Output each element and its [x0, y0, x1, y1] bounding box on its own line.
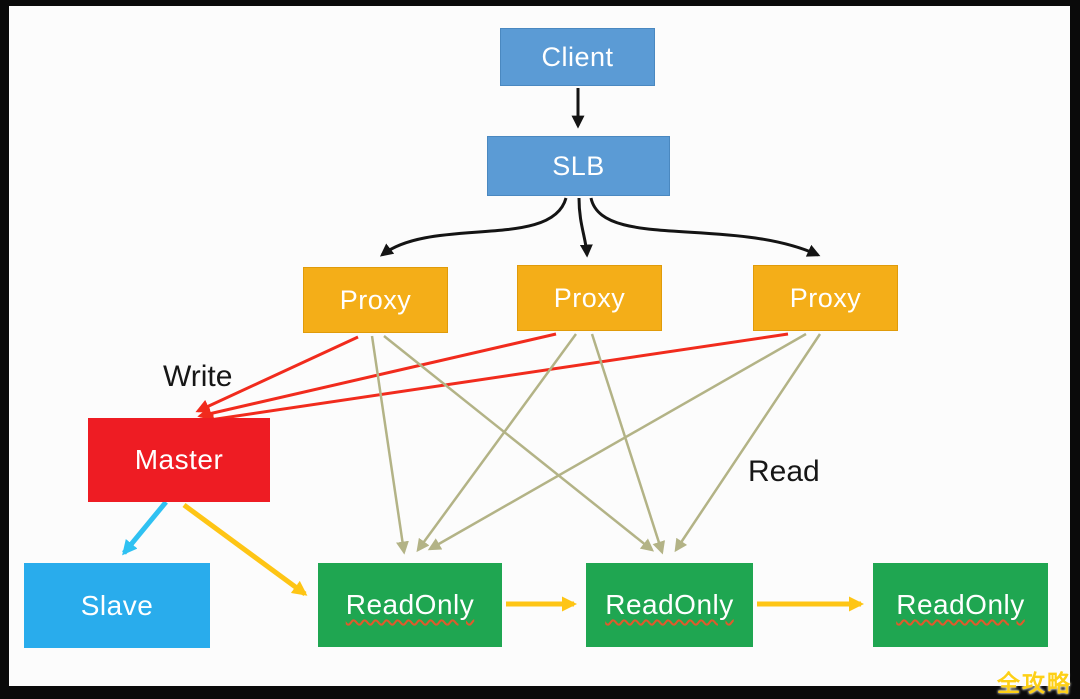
arrow-slb-to-proxy-2: [577, 197, 593, 258]
arrow-proxy-3-read-readonly-2: [674, 333, 822, 553]
arrow-proxy-3-write-master: [200, 332, 789, 427]
node-client: Client: [500, 28, 655, 86]
node-proxy-2: Proxy: [517, 265, 662, 331]
node-slb-label: SLB: [552, 150, 605, 181]
node-proxy-2-label: Proxy: [553, 282, 626, 313]
arrow-proxy-2-read-readonly-2: [590, 333, 666, 555]
node-slave-label: Slave: [80, 589, 154, 621]
node-master: Master: [88, 418, 270, 502]
arrow-proxy-1-read-readonly-2: [383, 335, 655, 552]
node-readonly-2: ReadOnly: [586, 563, 753, 647]
arrow-slb-to-proxy-3: [589, 197, 821, 257]
node-readonly-2-label: ReadOnly: [605, 589, 734, 620]
node-proxy-1-label: Proxy: [339, 284, 412, 315]
node-proxy-3: Proxy: [753, 265, 898, 331]
arrow-proxy-2-read-readonly-1: [416, 333, 578, 553]
arrow-slb-to-proxy-1: [379, 197, 568, 257]
arrow-proxy-1-write-master: [195, 335, 359, 413]
node-slb: SLB: [487, 136, 670, 196]
node-readonly-1: ReadOnly: [318, 563, 502, 647]
node-master-label: Master: [134, 444, 224, 475]
arrow-master-to-slave: [122, 500, 168, 556]
node-readonly-1-label: ReadOnly: [345, 589, 475, 620]
arrow-proxy-1-read-readonly-1: [370, 335, 409, 555]
node-proxy-3-label: Proxy: [789, 282, 862, 313]
node-proxy-1: Proxy: [303, 267, 448, 333]
read-label: Read: [748, 455, 820, 488]
write-label: Write: [163, 360, 233, 393]
node-slave: Slave: [24, 563, 210, 648]
node-client-label: Client: [541, 41, 614, 72]
arrow-proxy-3-read-readonly-1: [427, 332, 807, 551]
arrow-master-to-readonly-1: [182, 502, 308, 597]
node-readonly-3-label: ReadOnly: [896, 589, 1025, 620]
watermark: 全攻略: [997, 670, 1072, 696]
node-readonly-3: ReadOnly: [873, 563, 1048, 647]
